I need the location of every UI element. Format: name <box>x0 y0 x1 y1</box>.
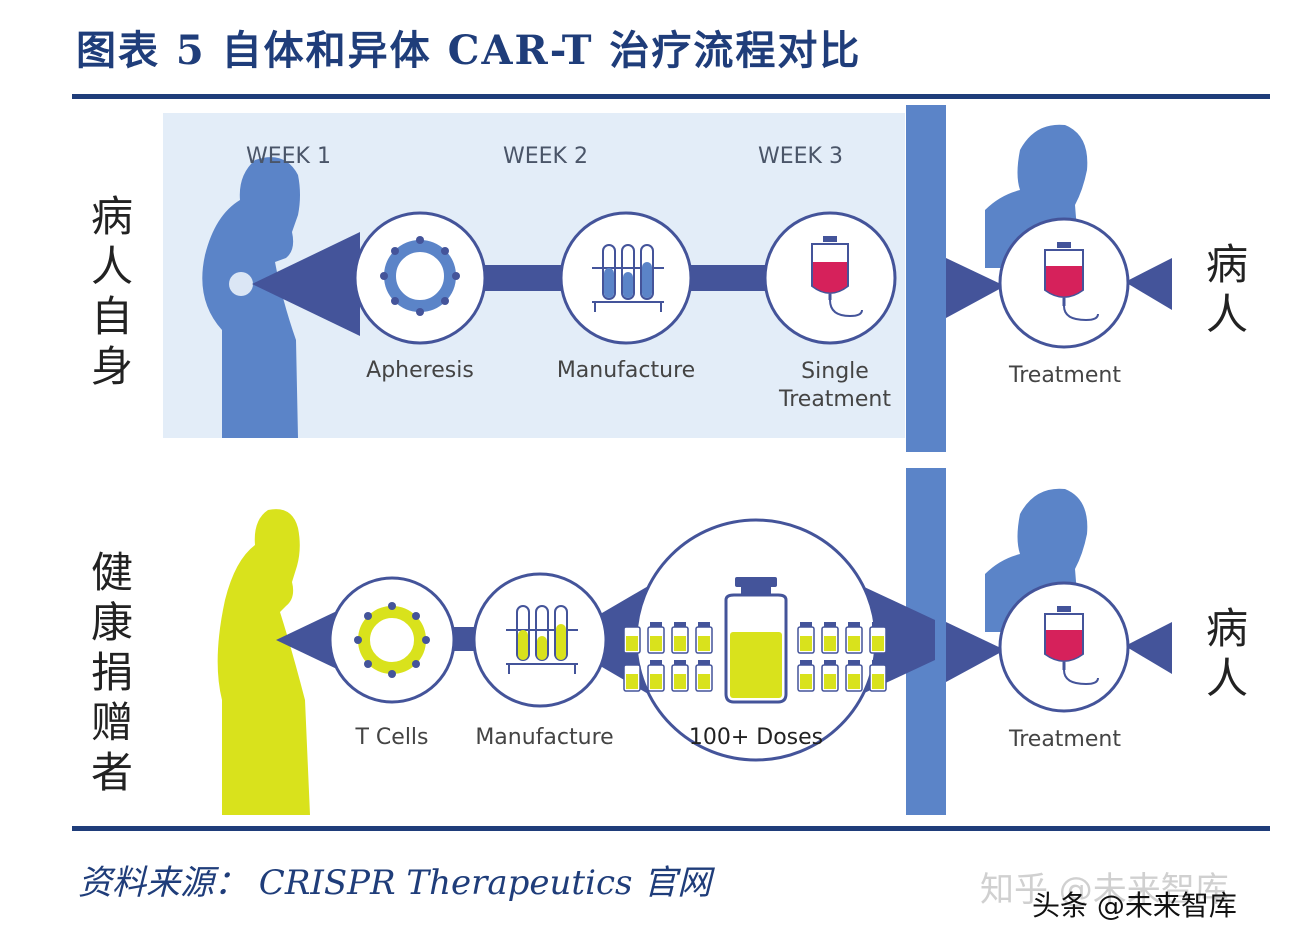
manufacture-icon <box>559 211 693 345</box>
dose-vial-icon <box>647 660 665 692</box>
dose-vial-icon <box>671 622 689 654</box>
allogeneic-row-label: 健康捐赠者 <box>90 548 133 797</box>
source-note: 资料来源： CRISPR Therapeutics 官网 <box>78 863 712 903</box>
step-label-treatment: Treatment <box>1009 727 1121 752</box>
divider-bar-top <box>906 105 946 452</box>
dose-vial-icon <box>845 660 863 692</box>
iv-bag-icon <box>998 581 1130 713</box>
patient-label: 病人 <box>1205 604 1248 703</box>
dose-vial-icon <box>623 660 641 692</box>
dose-vial-icon <box>797 622 815 654</box>
apheresis-icon <box>353 211 487 345</box>
step-label-treatment: Treatment <box>1009 363 1121 388</box>
dose-vial-icon <box>797 660 815 692</box>
step-label-single-treatment: Single Treatment <box>779 359 891 412</box>
bulk-bottle-icon <box>724 577 788 704</box>
dose-vial-icon <box>821 660 839 692</box>
connector-cone <box>252 232 360 336</box>
dose-vial-icon <box>695 622 713 654</box>
week-label: WEEK 3 <box>758 144 843 169</box>
iv-bag-icon <box>998 217 1130 349</box>
week-label: WEEK 2 <box>503 144 588 169</box>
top-rule <box>72 94 1270 99</box>
figure-title: 图表 5 自体和异体 CAR-T 治疗流程对比 <box>76 27 862 74</box>
manufacture-icon <box>472 572 608 708</box>
connector-cone <box>946 258 1005 318</box>
dose-vial-icon <box>647 622 665 654</box>
dose-vial-icon <box>869 660 887 692</box>
bottom-rule <box>72 826 1270 831</box>
dose-vial-icon <box>845 622 863 654</box>
week-label: WEEK 1 <box>246 144 331 169</box>
dose-vial-icon <box>869 622 887 654</box>
step-label-manufacture: Manufacture <box>556 358 696 383</box>
autologous-row-label: 病人自身 <box>90 192 133 391</box>
step-label-manufacture: Manufacture <box>475 725 614 750</box>
dose-vial-icon <box>695 660 713 692</box>
apheresis-site-dot <box>229 272 253 296</box>
iv-bag-icon <box>763 211 897 345</box>
step-label-doses: 100+ Doses <box>688 725 824 750</box>
dose-vial-icon <box>623 622 641 654</box>
watermark-faint: 知乎 @未来智库 <box>980 870 1229 910</box>
step-label-apheresis: Apheresis <box>366 358 474 383</box>
step-label-t-cells: T Cells <box>355 725 429 750</box>
connector-bar <box>470 265 570 291</box>
connector-cone <box>946 622 1005 682</box>
connector-cone <box>1125 258 1172 310</box>
connector-cone <box>1125 622 1172 674</box>
patient-figure-icon <box>202 157 300 438</box>
vial-grid <box>623 622 887 692</box>
dose-vial-icon <box>671 660 689 692</box>
donor-figure-icon <box>217 509 310 815</box>
dose-vial-icon <box>821 622 839 654</box>
watermark: 头条 @未来智库 <box>1032 889 1237 922</box>
patient-label: 病人 <box>1205 240 1248 339</box>
t-cell-icon <box>328 576 456 704</box>
